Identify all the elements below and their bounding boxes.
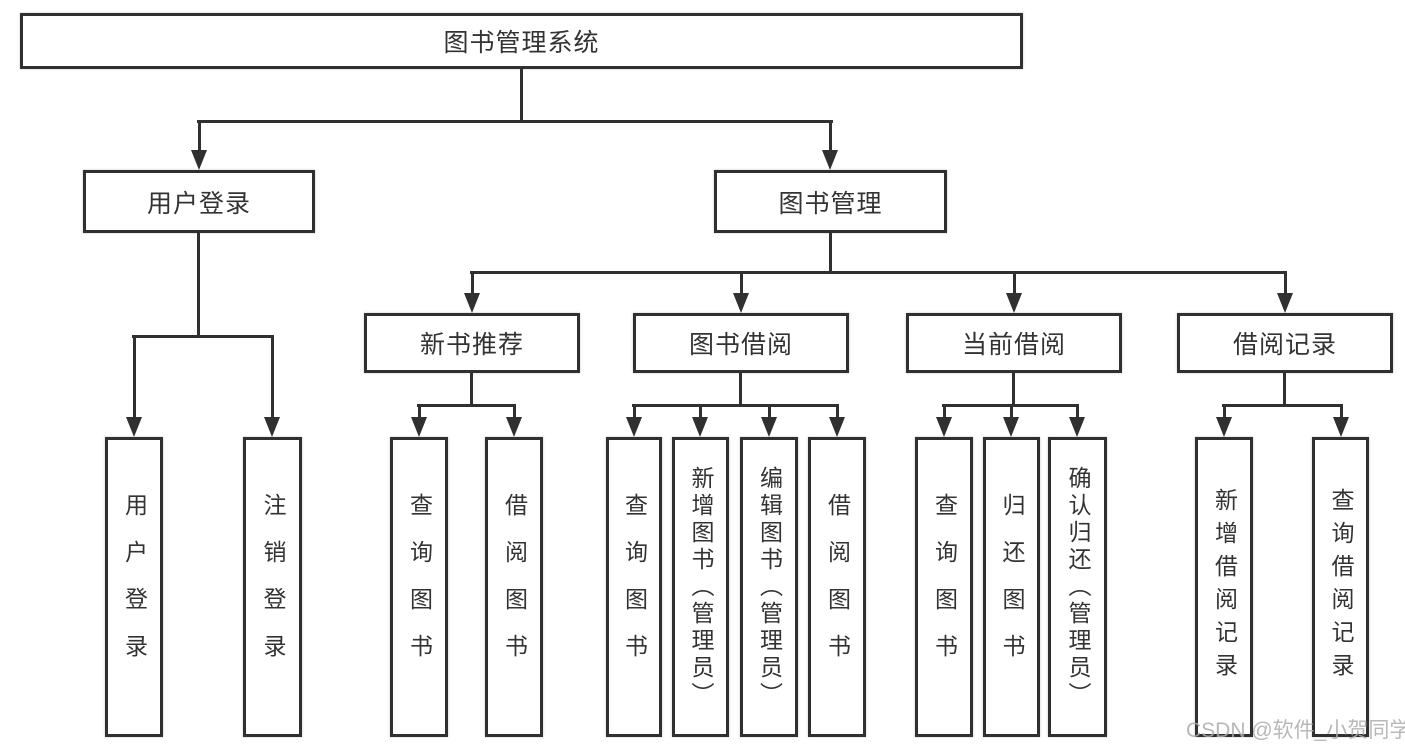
connector-current-borrow-stem (1012, 372, 1015, 407)
leaf-user-login: 用户登录 (105, 437, 163, 737)
arrow-to-book-mgmt (822, 121, 838, 170)
leaf-nbr-borrow-book: 借阅图书 (485, 437, 543, 737)
leaf-br-query-record: 查询借阅记录 (1312, 437, 1369, 737)
leaf-bb-add-book-admin-label: 新增图书（管理员） (688, 465, 714, 709)
leaf-bb-query-book-label: 查询图书 (621, 493, 648, 681)
node-user-login: 用户登录 (83, 170, 315, 233)
node-current-borrow: 当前借阅 (906, 313, 1122, 373)
arrow-bb-add (692, 405, 708, 437)
arrow-to-user-login (191, 121, 207, 170)
leaf-nbr-query-book: 查询图书 (390, 437, 448, 737)
connector-borrow-records-bar (1222, 404, 1343, 407)
arrow-br-query-record (1333, 405, 1349, 437)
leaf-logout: 注销登录 (243, 437, 302, 737)
leaf-cb-confirm-return-admin: 确认归还（管理员） (1048, 437, 1107, 737)
arrow-to-borrow-records (1277, 272, 1293, 313)
node-book-borrow-label: 图书借阅 (688, 331, 793, 359)
leaf-cb-confirm-return-admin-label: 确认归还（管理员） (1065, 465, 1091, 709)
connector-root-bar (197, 120, 833, 123)
leaf-cb-query-book: 查询图书 (915, 437, 973, 737)
arrow-to-current-borrow (1006, 272, 1022, 313)
node-book-mgmt-label: 图书管理 (778, 189, 883, 218)
arrow-nbr-query (411, 405, 427, 437)
arrow-br-add-record (1216, 405, 1232, 437)
connector-borrow-records-stem (1283, 372, 1286, 407)
arrow-cb-confirm (1069, 405, 1085, 437)
leaf-cb-return-book-label: 归还图书 (999, 493, 1025, 681)
leaf-bb-borrow-book-label: 借阅图书 (824, 493, 851, 681)
connector-new-book-rec-stem (470, 372, 473, 407)
leaf-cb-return-book: 归还图书 (983, 437, 1040, 737)
node-new-book-rec-label: 新书推荐 (419, 331, 524, 359)
node-borrow-records: 借阅记录 (1177, 313, 1393, 373)
leaf-bb-edit-book-admin: 编辑图书（管理员） (740, 437, 798, 737)
leaf-logout-label: 注销登录 (260, 493, 286, 681)
connector-book-mgmt-stem (829, 231, 832, 274)
csdn-watermark: CSDN @软件_小贺同学 (1186, 719, 1405, 742)
connector-book-mgmt-bar (470, 271, 1287, 274)
arrow-to-leaf-logout (264, 336, 280, 437)
arrow-cb-query (936, 405, 952, 437)
arrow-nbr-borrow (506, 405, 522, 437)
node-borrow-records-label: 借阅记录 (1232, 331, 1337, 359)
arrow-bb-edit (761, 405, 777, 437)
node-root: 图书管理系统 (20, 13, 1023, 69)
leaf-bb-add-book-admin: 新增图书（管理员） (672, 437, 729, 737)
leaf-bb-edit-book-admin-label: 编辑图书（管理员） (756, 465, 783, 709)
node-book-borrow: 图书借阅 (633, 313, 849, 373)
leaf-br-add-record-label: 新增借阅记录 (1211, 488, 1238, 686)
leaf-br-add-record: 新增借阅记录 (1195, 437, 1253, 737)
arrow-bb-query (626, 405, 642, 437)
arrow-to-new-book-rec (464, 272, 480, 313)
connector-user-login-bar (132, 335, 274, 338)
leaf-bb-query-book: 查询图书 (606, 437, 662, 737)
leaf-br-query-record-label: 查询借阅记录 (1328, 488, 1354, 686)
arrow-to-book-borrow (733, 272, 749, 313)
arrow-to-leaf-user-login (126, 336, 142, 437)
arrow-bb-borrow (829, 405, 845, 437)
arrow-cb-return (1003, 405, 1019, 437)
node-root-label: 图书管理系统 (443, 29, 600, 57)
connector-book-borrow-stem (739, 372, 742, 407)
connector-new-book-rec-bar (417, 404, 516, 407)
leaf-cb-query-book-label: 查询图书 (931, 493, 958, 681)
leaf-bb-borrow-book: 借阅图书 (808, 437, 866, 737)
connector-root-stem (520, 68, 523, 122)
connector-user-login-stem (197, 232, 200, 338)
leaf-nbr-query-book-label: 查询图书 (406, 493, 433, 681)
node-user-login-label: 用户登录 (146, 189, 251, 218)
node-current-borrow-label: 当前借阅 (961, 331, 1066, 359)
node-new-book-rec: 新书推荐 (364, 313, 580, 373)
node-book-mgmt: 图书管理 (714, 170, 947, 233)
leaf-user-login-label: 用户登录 (121, 493, 148, 681)
leaf-nbr-borrow-book-label: 借阅图书 (501, 493, 528, 681)
connector-book-borrow-bar (632, 404, 839, 407)
